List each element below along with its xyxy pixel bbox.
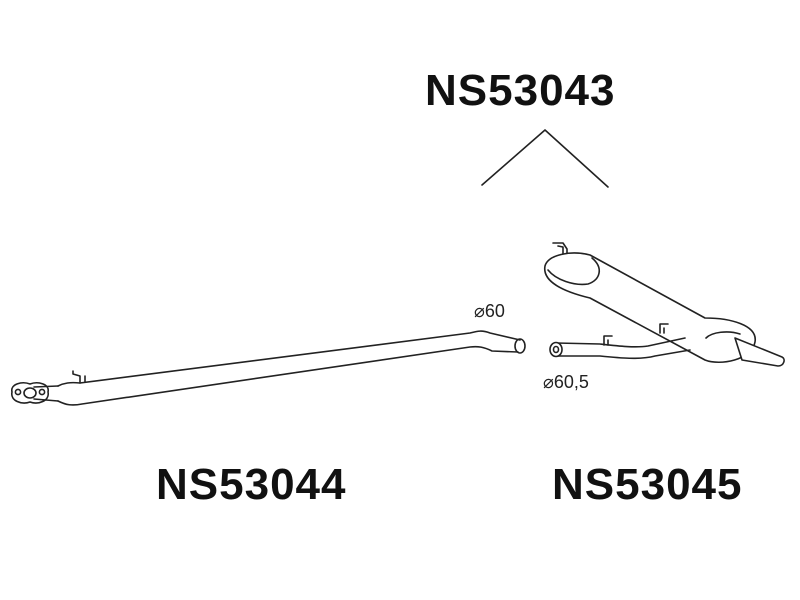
front-pipe-part-number: NS53044 bbox=[156, 460, 347, 509]
rear-silencer-part-number: NS53045 bbox=[552, 460, 743, 509]
pipe-diameter-label: ⌀60 bbox=[474, 301, 505, 321]
front-pipe-drawing bbox=[11, 330, 526, 406]
silencer-inlet-pipe bbox=[555, 337, 686, 348]
rear-silencer-drawing bbox=[544, 242, 785, 367]
front-pipe-body bbox=[57, 330, 521, 387]
silencer-tailpipe bbox=[734, 337, 785, 367]
assembly-bracket bbox=[481, 129, 609, 188]
inlet-diameter-label: ⌀60,5 bbox=[543, 372, 589, 392]
assembly-part-number: NS53043 bbox=[425, 66, 616, 115]
front-pipe-flange bbox=[11, 382, 49, 404]
front-pipe-hanger bbox=[72, 370, 86, 384]
silencer-body bbox=[544, 252, 756, 364]
